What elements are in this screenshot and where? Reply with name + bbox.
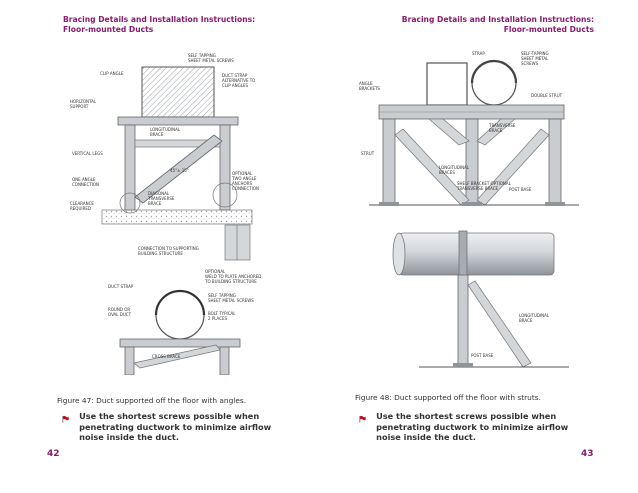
svg-text:SCREWS: SCREWS [521, 61, 539, 66]
svg-text:TO BUILDING STRUCTURE: TO BUILDING STRUCTURE [204, 279, 257, 284]
svg-text:SELF-TAPPING: SELF-TAPPING [521, 51, 549, 56]
svg-text:BRACE: BRACE [519, 318, 533, 323]
svg-text:ROUND OR: ROUND OR [108, 307, 130, 312]
svg-text:DIAGONAL: DIAGONAL [148, 191, 170, 196]
post-right [548, 118, 562, 205]
svg-text:DOUBLE STRUT: DOUBLE STRUT [531, 93, 563, 98]
connection-detail [224, 224, 251, 261]
right-page-number: 43 [581, 449, 594, 459]
svg-text:TRANSVERSE: TRANSVERSE [488, 123, 516, 128]
svg-text:DUCT STRAP: DUCT STRAP [108, 284, 134, 289]
post-mid [465, 118, 479, 205]
svg-text:DUCT STRAP: DUCT STRAP [222, 73, 248, 78]
svg-text:BRACE: BRACE [489, 128, 503, 133]
svg-text:POST BASE: POST BASE [471, 353, 494, 358]
flag-icon [62, 415, 69, 423]
figure-47-caption: Figure 47: Duct supported off the floor … [57, 396, 247, 405]
svg-text:2 PLACES: 2 PLACES [208, 316, 228, 321]
svg-text:WELD TO PLATE ANCHORED: WELD TO PLATE ANCHORED [205, 274, 261, 279]
vertical-leg-right [219, 124, 231, 211]
horizontal-support [117, 116, 239, 126]
svg-text:ONE ANGLE: ONE ANGLE [72, 177, 96, 182]
svg-text:LONGITUDINAL: LONGITUDINAL [439, 165, 470, 170]
vertical-post-48 [457, 274, 469, 366]
left-header-title: Bracing Details and Installation Instruc… [63, 15, 256, 24]
svg-text:OPTIONAL: OPTIONAL [232, 171, 253, 176]
svg-text:SHEET METAL SCREWS: SHEET METAL SCREWS [208, 298, 254, 303]
svg-text:SUPPORT: SUPPORT [70, 104, 89, 109]
right-header-subtitle: Floor-mounted Ducts [503, 25, 594, 34]
svg-text:LONGITUDINAL: LONGITUDINAL [150, 127, 181, 132]
label-clip-angle: CLIP ANGLE [100, 71, 124, 76]
svg-text:STRUT: STRUT [361, 151, 375, 156]
left-header: Bracing Details and Installation Instruc… [63, 15, 255, 35]
svg-text:BOLT TYPICAL: BOLT TYPICAL [208, 311, 236, 316]
detail-circle-left [119, 192, 141, 214]
svg-text:TRANSVERSE: TRANSVERSE [147, 196, 175, 201]
square-duct-48 [426, 62, 468, 106]
pipe-48 [398, 232, 555, 276]
cross-brace [119, 338, 241, 348]
post-left [382, 118, 396, 205]
svg-text:45°± 15°: 45°± 15° [170, 168, 189, 173]
svg-text:CONNECTION TO SUPPORTING: CONNECTION TO SUPPORTING [138, 246, 199, 251]
svg-text:LONGITUDINAL: LONGITUDINAL [519, 313, 550, 318]
concrete-slab [101, 209, 253, 225]
svg-text:TRANSVERSE BRACE: TRANSVERSE BRACE [456, 186, 499, 191]
right-note: Use the shortest screws possible when pe… [359, 411, 589, 443]
svg-text:CONNECTION: CONNECTION [72, 182, 99, 187]
duct-box [141, 66, 215, 118]
figure-47-drawing: SELF TAPPING SHEET METAL SCREWS CLIP ANG… [70, 53, 261, 375]
svg-text:ANCHORS: ANCHORS [232, 181, 252, 186]
svg-text:CLEARANCE: CLEARANCE [70, 201, 94, 206]
pipe-band [458, 230, 468, 278]
svg-text:SHELF BRACKET OPTIONAL: SHELF BRACKET OPTIONAL [457, 181, 512, 186]
svg-text:ALTERNATIVE TO: ALTERNATIVE TO [222, 78, 255, 83]
left-note-text: Use the shortest screws possible when pe… [79, 411, 272, 442]
svg-text:ANGLE: ANGLE [359, 81, 373, 86]
right-note-text: Use the shortest screws possible when pe… [376, 411, 569, 442]
svg-text:CONNECTION: CONNECTION [232, 186, 259, 191]
label-self-tapping: SELF TAPPING [188, 53, 216, 58]
svg-text:TWO ANGLE: TWO ANGLE [231, 176, 257, 181]
left-header-subtitle: Floor-mounted Ducts [63, 25, 154, 34]
svg-text:CLIP ANGLES: CLIP ANGLES [222, 83, 248, 88]
flag-icon [359, 415, 366, 423]
figure-48-caption: Figure 48: Duct supported off the floor … [355, 393, 541, 402]
svg-text:VERTICAL LEGS: VERTICAL LEGS [72, 151, 103, 156]
longitudinal-brace-48 [467, 280, 532, 368]
svg-text:BRACKETS: BRACKETS [359, 86, 380, 91]
svg-text:HORIZONTAL: HORIZONTAL [70, 99, 97, 104]
svg-text:SHEET METAL: SHEET METAL [521, 56, 549, 61]
figure-48-drawing: STRAP SELF-TAPPING SHEET METAL SCREWS AN… [359, 51, 579, 368]
vertical-leg-left [124, 124, 136, 211]
svg-text:SHEET METAL SCREWS: SHEET METAL SCREWS [188, 58, 234, 63]
right-header: Bracing Details and Installation Instruc… [402, 15, 594, 35]
longitudinal-brace-bar [134, 139, 221, 148]
svg-text:OVAL DUCT: OVAL DUCT [108, 312, 132, 317]
svg-text:POST BASE: POST BASE [509, 187, 532, 192]
left-page-number: 42 [47, 449, 60, 459]
left-note: Use the shortest screws possible when pe… [62, 411, 292, 443]
svg-text:OPTIONAL: OPTIONAL [205, 269, 226, 274]
svg-text:BRACE: BRACE [150, 132, 164, 137]
svg-text:BRACE: BRACE [148, 201, 162, 206]
svg-text:CROSS BRACE: CROSS BRACE [152, 354, 181, 359]
svg-text:BRACES: BRACES [439, 170, 455, 175]
svg-text:BUILDING STRUCTURE: BUILDING STRUCTURE [138, 251, 183, 256]
detail-circle-right [212, 182, 238, 208]
left-page: Bracing Details and Installation Instruc… [47, 15, 292, 459]
right-header-title: Bracing Details and Installation Instruc… [401, 15, 594, 24]
diagonal-brace [134, 134, 223, 204]
right-page: Bracing Details and Installation Instruc… [319, 0, 638, 493]
svg-text:SELF TAPPING: SELF TAPPING [208, 293, 236, 298]
svg-text:REQUIRED: REQUIRED [70, 206, 91, 211]
svg-text:STRAP: STRAP [472, 51, 485, 56]
